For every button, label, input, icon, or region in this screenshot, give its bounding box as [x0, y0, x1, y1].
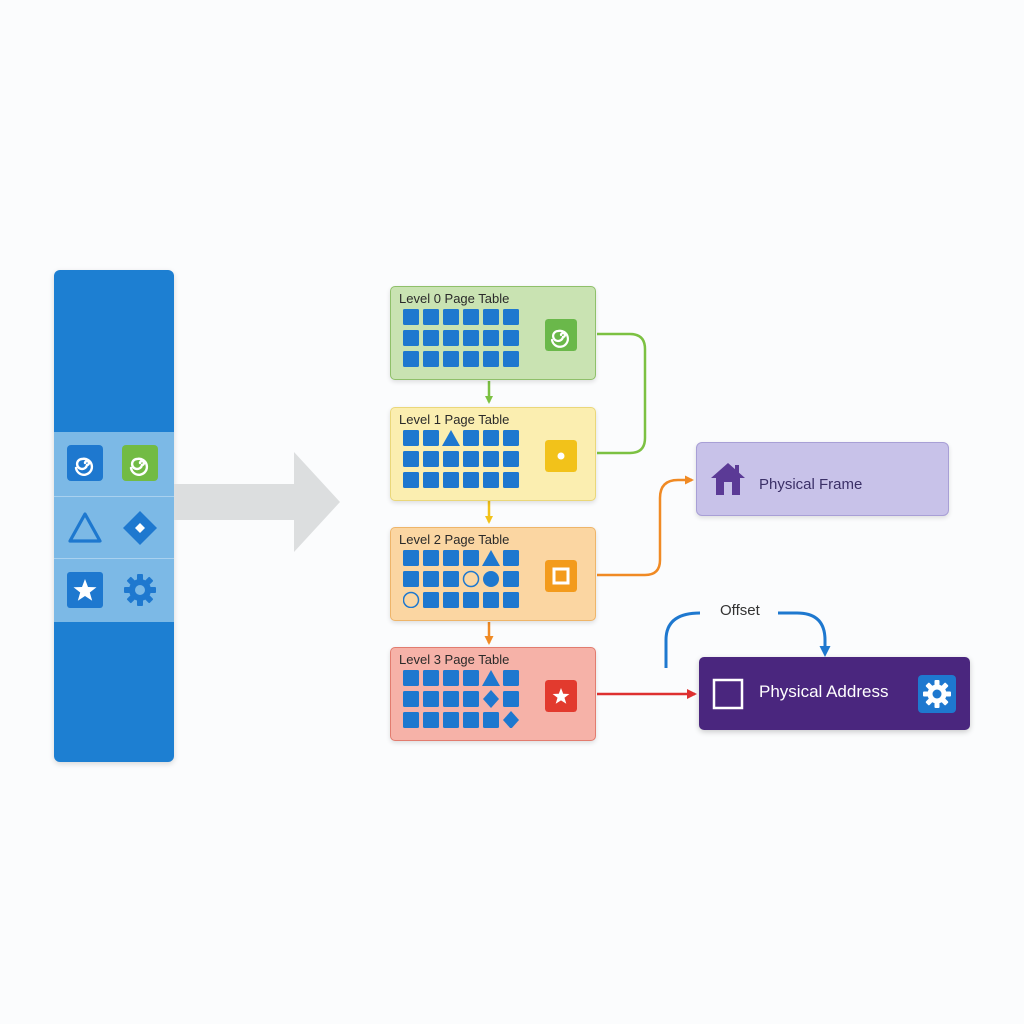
dot-square-icon	[545, 440, 577, 472]
spiral-icon	[67, 445, 103, 481]
triangle-icon	[68, 512, 102, 543]
physical-frame-box: Physical Frame	[696, 442, 949, 516]
page-table-title: Level 0 Page Table	[399, 291, 510, 306]
page-table-level-0: Level 0 Page Table	[390, 286, 596, 380]
va-row-2	[54, 496, 174, 558]
star-icon	[67, 572, 103, 608]
physical-frame-label: Physical Frame	[759, 476, 863, 493]
va-row-1	[54, 432, 174, 494]
gear-icon	[124, 574, 156, 606]
offset-arrow-right	[778, 611, 831, 657]
level2-to-frame-arrow	[597, 475, 694, 577]
page-table-level-2: Level 2 Page Table	[390, 527, 596, 621]
page-table-entries	[403, 430, 519, 488]
hollow-square-icon	[545, 560, 577, 592]
page-table-entries	[403, 670, 519, 728]
physical-address-box: Physical Address	[699, 657, 970, 730]
translation-arrow	[174, 452, 340, 552]
level0-to-level1-arrow	[485, 332, 647, 455]
diamond-icon	[123, 511, 157, 545]
virtual-address-fields	[54, 432, 174, 622]
page-table-level-1: Level 1 Page Table	[390, 407, 596, 501]
page-table-level-3: Level 3 Page Table	[390, 647, 596, 741]
gear-icon	[918, 675, 956, 713]
offset-label: Offset	[716, 602, 764, 619]
spiral-icon	[122, 445, 158, 481]
physical-address-label: Physical Address	[759, 682, 889, 701]
hollow-square-icon	[712, 678, 744, 710]
star-icon	[545, 680, 577, 712]
offset-arrow-left	[664, 611, 701, 668]
page-table-title: Level 1 Page Table	[399, 412, 510, 427]
page-table-title: Level 3 Page Table	[399, 652, 510, 667]
page-table-entries	[403, 309, 519, 367]
spiral-icon	[545, 319, 577, 351]
va-row-3	[54, 558, 174, 620]
page-table-title: Level 2 Page Table	[399, 532, 510, 547]
page-table-entries	[403, 550, 519, 608]
house-icon	[711, 463, 745, 495]
